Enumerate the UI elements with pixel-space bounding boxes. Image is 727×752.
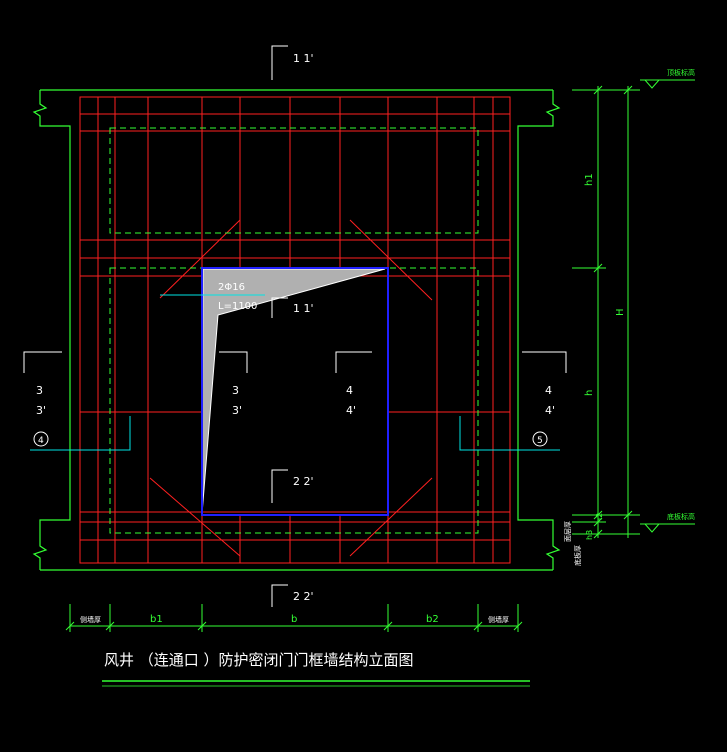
- dim-H-label: H: [615, 308, 626, 316]
- detail-marker-circle-right: [532, 431, 548, 447]
- section-4-inner-label: 4: [346, 384, 353, 397]
- floor-elevation-label: 底板标高: [667, 512, 695, 521]
- section-3-left-prime: 3': [36, 404, 46, 417]
- section-4-right-prime: 4': [545, 404, 555, 417]
- dim-b-label: b: [291, 614, 297, 625]
- door-opening: [201, 267, 389, 516]
- rebar-grid: [79, 96, 511, 564]
- dim-b1-label: b1: [150, 614, 163, 625]
- dim-right-wall-label: 侧墙厚: [488, 615, 509, 624]
- right-dimension-lines: [572, 79, 695, 539]
- surface-layer-label: 面层厚: [564, 521, 572, 542]
- bottom-dimension-lines: [65, 604, 523, 632]
- dim-b2-label: b2: [426, 614, 439, 625]
- detail-marker-left: 4: [38, 436, 44, 446]
- dim-h-label: h: [584, 390, 595, 396]
- section-1-mid-label: 1 1': [293, 302, 314, 315]
- section-4-inner-prime: 4': [346, 404, 356, 417]
- section-3-inner-label: 3: [232, 384, 239, 397]
- section-3-left-label: 3: [36, 384, 43, 397]
- top-elevation-label: 顶板标高: [667, 68, 695, 77]
- section-labels: 1 1' 1 1' 2 2' 2 2' 3 3' 3 3' 4 4' 4 4': [36, 52, 555, 603]
- section-marks: [23, 45, 567, 607]
- detail-marker-right: 5: [537, 436, 543, 446]
- rebar-spec-label: 2Φ16: [218, 282, 245, 293]
- dim-h2-label: h2: [595, 513, 604, 523]
- rebar-length-label: L=1100: [218, 301, 257, 312]
- section-4-right-label: 4: [545, 384, 552, 397]
- section-1-top-label: 1 1': [293, 52, 314, 65]
- dashed-lines: [109, 127, 479, 534]
- detail-marker-circle-left: [33, 431, 49, 447]
- callout-leaders: [30, 294, 560, 451]
- wall-outline: [32, 89, 561, 571]
- section-2-bottom-label: 2 2': [293, 590, 314, 603]
- floor-thickness-label: 底板厚: [573, 545, 582, 566]
- drawing-title: 风井 （连通口 ）防护密闭门门框墙结构立面图: [104, 651, 414, 669]
- dim-h3-label: h3: [585, 530, 594, 540]
- section-3-inner-prime: 3': [232, 404, 242, 417]
- dim-left-wall-label: 侧墙厚: [80, 615, 101, 624]
- section-2-mid-label: 2 2': [293, 475, 314, 488]
- dim-h1-label: h1: [584, 173, 595, 186]
